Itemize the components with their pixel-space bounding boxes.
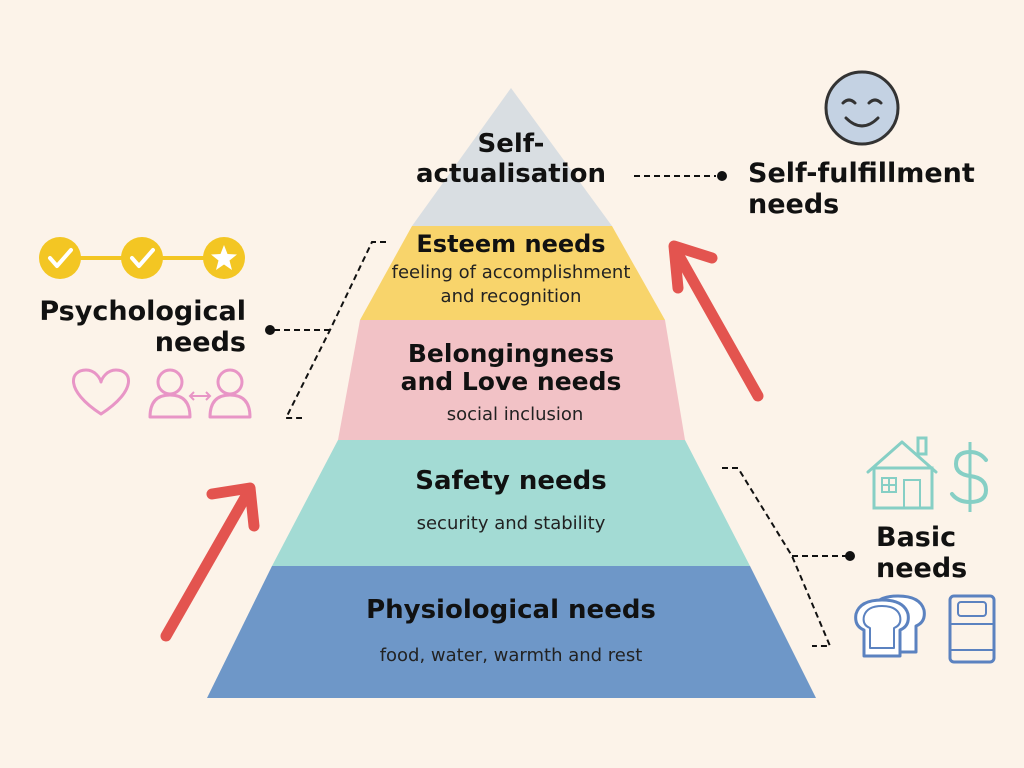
level-physiological: [207, 566, 816, 698]
level-self-actualisation: [412, 88, 612, 226]
belonging-desc: social inclusion: [447, 404, 584, 425]
esteem-desc-line1: feeling of accomplishment: [392, 262, 631, 283]
bread-icon: [854, 594, 926, 658]
belonging-title-line1: Belongingness: [408, 339, 614, 368]
basic-line1: Basic: [876, 522, 956, 553]
basic-label: Basic needs: [876, 522, 967, 584]
people-connection-icon: [148, 368, 252, 419]
growth-arrows: [160, 240, 764, 642]
self-fulfillment-line1: Self-fulfillment: [748, 158, 975, 189]
house-icon: [866, 436, 938, 510]
upper-up-arrow: [668, 240, 764, 402]
bed-icon: [948, 594, 996, 664]
self-actualisation-title-line1: Self-: [478, 129, 545, 159]
self-fulfillment-connector: [634, 171, 727, 181]
belonging-title-line2: and Love needs: [401, 367, 622, 396]
pyramid-labels: Self- actualisation Esteem needs feeling…: [366, 129, 656, 666]
dollar-icon: [950, 442, 988, 512]
safety-desc: security and stability: [417, 513, 606, 534]
star-badge-icon: [203, 237, 245, 279]
pyramid: [207, 88, 816, 698]
physiological-title: Physiological needs: [366, 595, 656, 625]
esteem-desc-line2: and recognition: [441, 286, 582, 307]
check-badge-icon: [121, 237, 163, 279]
physiological-desc: food, water, warmth and rest: [380, 645, 643, 666]
heart-icon: [72, 368, 130, 416]
check-badge-icon: [39, 237, 81, 279]
psychological-line1: Psychological: [39, 296, 246, 327]
lower-up-arrow: [160, 482, 260, 642]
achievement-badges: [39, 237, 245, 279]
esteem-title: Esteem needs: [416, 230, 605, 258]
psychological-line2: needs: [155, 327, 246, 358]
basic-line2: needs: [876, 553, 967, 584]
level-belonging: [338, 320, 685, 440]
psychological-label: Psychological needs: [39, 296, 246, 358]
self-fulfillment-line2: needs: [748, 189, 839, 220]
smiling-face-icon: [824, 70, 900, 146]
safety-title: Safety needs: [415, 466, 607, 496]
level-safety: [272, 440, 750, 566]
basic-connector: [722, 467, 855, 647]
level-esteem: [360, 226, 665, 320]
self-fulfillment-label: Self-fulfillment needs: [748, 158, 975, 220]
self-actualisation-title-line2: actualisation: [416, 159, 606, 189]
psychological-connector: [265, 241, 386, 419]
